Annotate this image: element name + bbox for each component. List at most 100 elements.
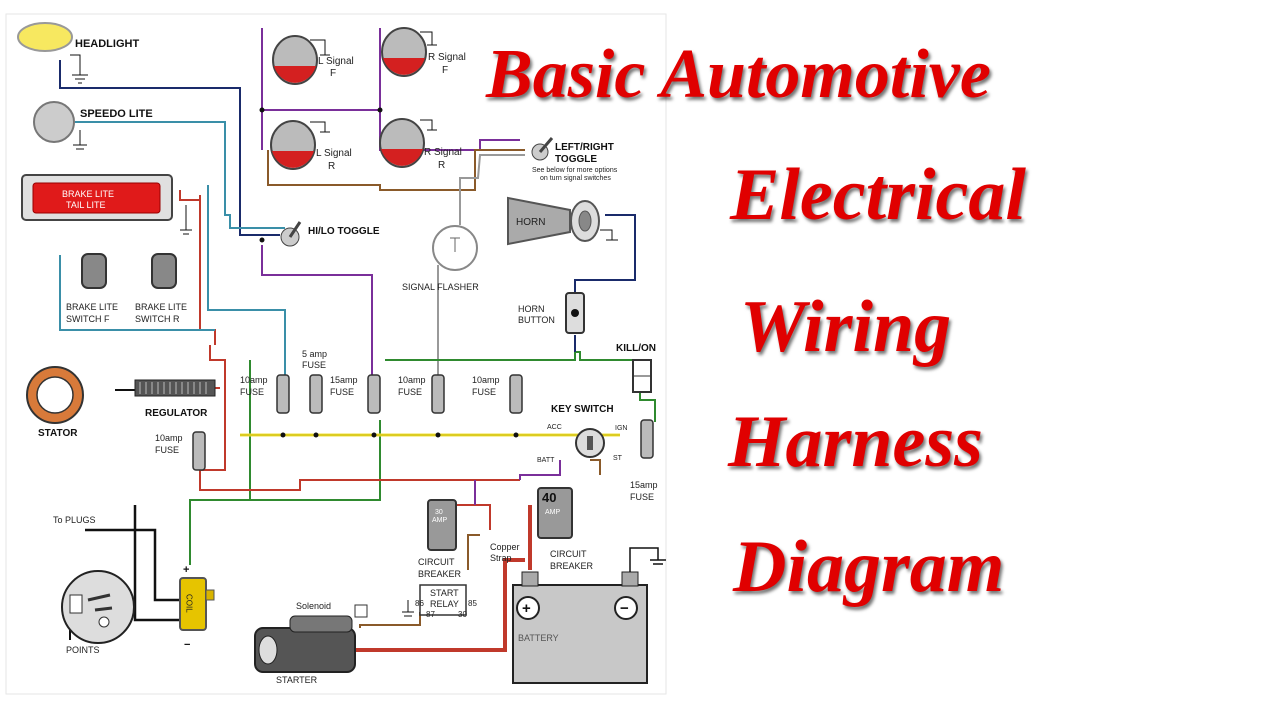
brake-switch-rear — [151, 253, 177, 289]
speedo-wire — [75, 121, 285, 229]
horn-button-dot — [571, 309, 579, 317]
signal-brown-wire — [267, 149, 525, 191]
signal-lamp-lf — [272, 35, 318, 85]
speedo-ground-icon — [73, 130, 87, 150]
title-line-5: Diagram — [733, 526, 1005, 608]
solenoid-label: Solenoid — [296, 601, 331, 611]
starter-label: STARTER — [276, 675, 318, 685]
headlight-wire — [59, 60, 280, 236]
battery-minus-badge — [614, 596, 638, 620]
rf-ground-icon — [420, 31, 437, 46]
red-wire-main — [199, 345, 520, 491]
relay-ground-icon — [402, 600, 414, 617]
points-cam-icon — [69, 594, 83, 614]
brake-tail-lens — [32, 182, 161, 214]
horn-ground-icon — [600, 229, 618, 241]
brake-lite-label: BRAKE LITE — [62, 189, 114, 199]
diagram-frame — [5, 13, 667, 695]
lr-toggle-label-1: LEFT/RIGHT — [555, 142, 614, 153]
fuse-10a-3 — [509, 374, 523, 414]
battery-ground-icon — [629, 547, 666, 572]
fuse-10a-4 — [192, 431, 206, 471]
to-plugs-label: To PLUGS — [53, 515, 96, 525]
horn-bell-inner — [578, 210, 592, 232]
start-relay — [419, 584, 467, 616]
fuse-10a-3-label-2: FUSE — [472, 387, 496, 397]
title-line-2: Electrical — [730, 154, 1026, 236]
circuit-breaker-30 — [427, 499, 457, 551]
lr-toggle-label-2: TOGGLE — [555, 154, 597, 165]
hilo-toggle-lever — [288, 221, 302, 238]
signal-lamp-lr — [270, 120, 316, 170]
fuse-10a-3-label-1: 10amp — [472, 375, 500, 385]
cb30-num: 30 — [435, 509, 443, 516]
st-label: ST — [613, 455, 623, 462]
relay-pin-85: 85 — [468, 599, 477, 608]
headlight-label: HEADLIGHT — [75, 38, 139, 50]
r-signal-r-label: R Signal — [424, 147, 462, 158]
fuse-15a-2 — [640, 419, 654, 459]
cb30-amp: AMP — [432, 517, 448, 524]
relay-pin-86: 86 — [415, 599, 424, 608]
copper-strap-label-1: Copper — [490, 542, 520, 552]
junction-dots — [259, 107, 519, 438]
headlight-lamp — [17, 22, 73, 52]
circuit-breaker-40 — [537, 487, 573, 539]
ign-label: IGN — [615, 425, 627, 432]
toggle-note-2: on turn signal switches — [540, 175, 611, 182]
points-label: POINTS — [66, 645, 100, 655]
fuse-10a-4-label-1: 10amp — [155, 433, 183, 443]
regulator — [134, 379, 216, 397]
signal-lamp-rr — [379, 118, 425, 168]
fuse-15a-1 — [367, 374, 381, 414]
st-wire — [590, 459, 601, 475]
headlight-ground-icon — [70, 54, 88, 84]
key-purple — [519, 460, 561, 480]
signal-wire-front — [261, 28, 381, 111]
ignition-coil — [179, 577, 207, 631]
fuse-15a-2-label-2: FUSE — [630, 492, 654, 502]
l-signal-f-pos: F — [330, 68, 336, 79]
coil-minus: − — [184, 639, 190, 651]
lr-ground-icon — [310, 121, 330, 133]
key-switch-label: KEY SWITCH — [551, 404, 614, 415]
hilo-feed-wire — [261, 245, 373, 380]
brake-ground-icon — [180, 205, 192, 235]
r-signal-r-pos: R — [438, 160, 445, 171]
solenoid-terminal — [354, 604, 368, 618]
brake-switch-r-label-2: SWITCH R — [135, 314, 180, 324]
cb-right-label-1: CIRCUIT — [550, 549, 587, 559]
starter-endcap — [258, 635, 278, 665]
speedo-lamp — [33, 101, 75, 143]
toggle-note-1: See below for more options — [532, 167, 618, 174]
tail-lite-label: TAIL LITE — [66, 200, 106, 210]
points-wire — [133, 505, 180, 622]
green-return — [250, 420, 381, 501]
horn-button-label-1: HORN — [518, 304, 545, 314]
relay-pin-30: 30 — [458, 610, 467, 619]
l-signal-f-label: L Signal — [318, 56, 354, 67]
r-signal-f-pos: F — [442, 65, 448, 76]
brake-switch-f-label-2: SWITCH F — [66, 314, 110, 324]
fuse-5a-label-2: FUSE — [302, 360, 326, 370]
horn-wire — [574, 214, 636, 293]
flasher-contact-icon — [450, 237, 460, 252]
solenoid — [289, 615, 353, 633]
hilo-label: HI/LO TOGGLE — [308, 226, 380, 237]
start-relay-label-2: RELAY — [430, 599, 459, 609]
points-pivot-icon — [98, 616, 110, 628]
signal-flasher-label: SIGNAL FLASHER — [402, 282, 479, 292]
l-signal-r-label: L Signal — [316, 148, 352, 159]
battery-post-positive — [521, 571, 539, 587]
stator-label: STATOR — [38, 428, 78, 439]
horn-button-label-2: BUTTON — [518, 315, 555, 325]
key-slot-icon — [587, 436, 593, 450]
fuse-10a-2-label-2: FUSE — [398, 387, 422, 397]
brake-switch-f-label-1: BRAKE LITE — [66, 302, 118, 312]
coil-terminal — [205, 589, 215, 601]
horn-label: HORN — [516, 217, 545, 228]
left-right-toggle-lever — [538, 137, 554, 153]
wiring-diagram: HEADLIGHT SPEEDO LITE BRAKE LITE TAIL LI… — [5, 13, 667, 695]
acc-label: ACC — [547, 424, 562, 431]
brake-lamp-red — [179, 190, 200, 201]
